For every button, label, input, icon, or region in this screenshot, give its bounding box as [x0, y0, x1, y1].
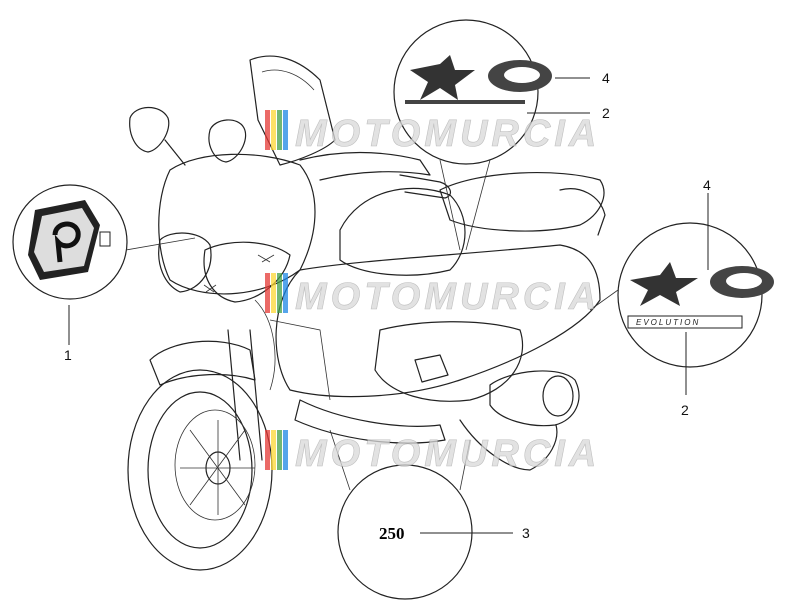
- watermark-top: MOTOMURCIA: [265, 110, 600, 155]
- leader-lines: [68, 77, 709, 534]
- callout-4-right: 4: [703, 177, 711, 193]
- detail-circle-bottom: 250: [329, 429, 473, 600]
- callout-2-right: 2: [681, 402, 689, 418]
- watermark-bottom: MOTOMURCIA: [265, 430, 600, 475]
- callout-1: 1: [64, 347, 72, 363]
- watermark-text-top: MOTOMURCIA: [295, 113, 600, 155]
- watermark-middle: MOTOMURCIA: [265, 273, 600, 318]
- evolution-decal-text: EVOLUTION: [636, 318, 700, 327]
- callout-2-top: 2: [602, 105, 610, 121]
- callout-3: 3: [522, 525, 530, 541]
- x9-logo-right: EVOLUTION: [627, 262, 774, 329]
- detail-circle-top: [393, 19, 552, 251]
- x9-logo-top: [405, 55, 552, 104]
- displacement-decal: 250: [379, 524, 405, 543]
- watermark-text-middle: MOTOMURCIA: [295, 276, 600, 318]
- piaggio-badge-icon: [28, 200, 111, 280]
- callout-4-top: 4: [602, 70, 610, 86]
- detail-circle-left: [12, 184, 196, 300]
- detail-circle-right: EVOLUTION: [589, 222, 774, 368]
- watermark-text-bottom: MOTOMURCIA: [295, 433, 600, 475]
